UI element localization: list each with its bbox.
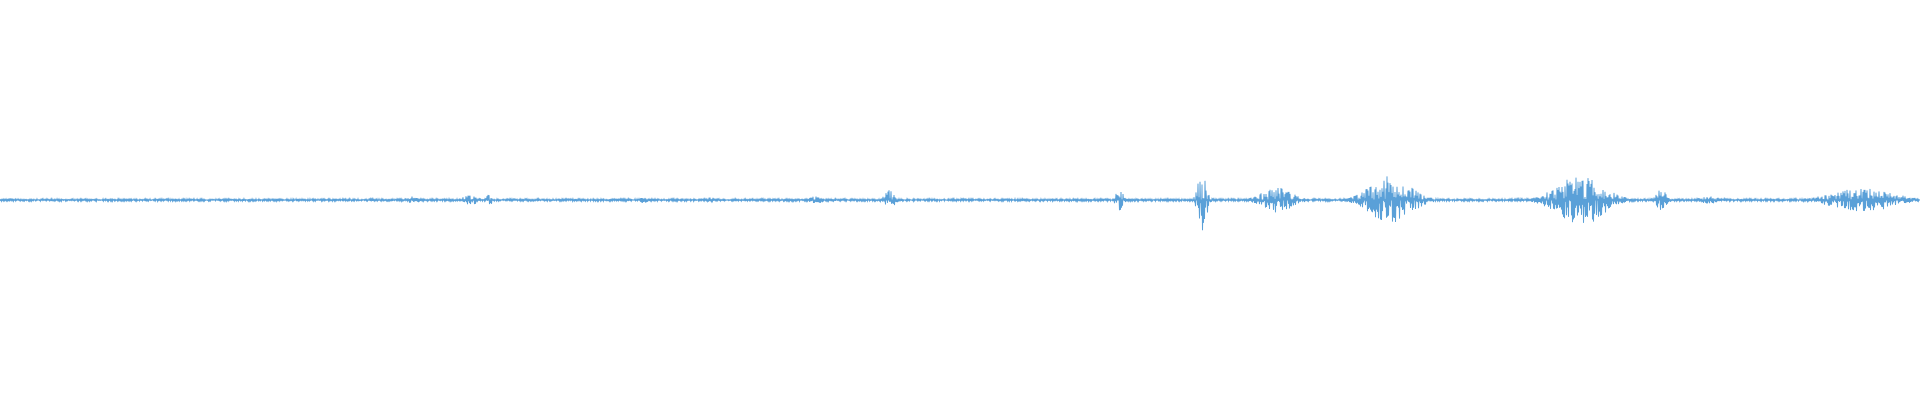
- waveform-trace: [0, 176, 1920, 231]
